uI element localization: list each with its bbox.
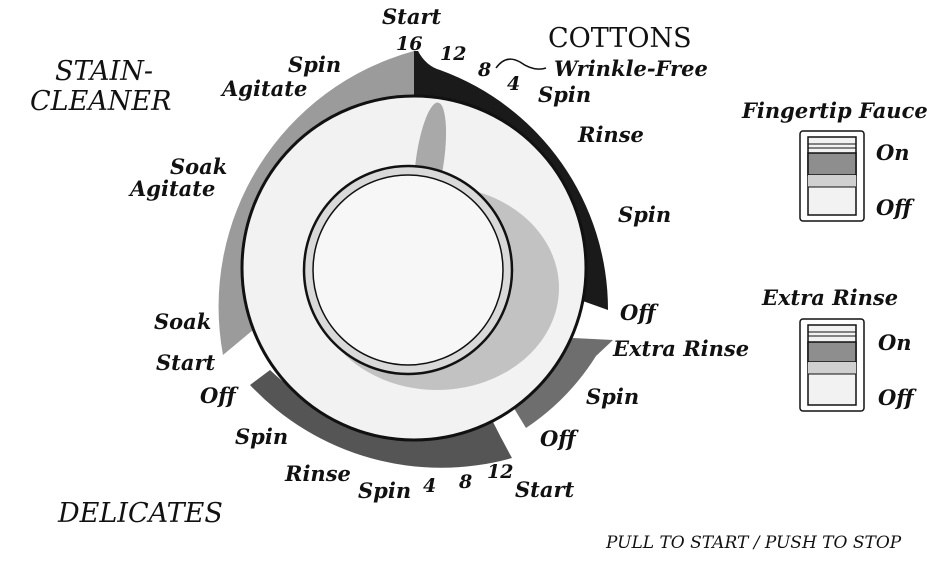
stain-start-label: Start bbox=[156, 350, 216, 375]
delicates-title: DELICATES bbox=[57, 498, 223, 529]
cottons-spin-1-label: Spin bbox=[538, 82, 591, 107]
extra-rinse-off-label: Off bbox=[878, 385, 917, 410]
fingertip-faucet-switch-group: Fingertip Faucet On Off bbox=[741, 98, 927, 221]
cottons-rinse-label: Rinse bbox=[577, 122, 644, 147]
extra-rinse-dial-label: Extra Rinse bbox=[612, 336, 749, 361]
extra-off-label: Off bbox=[540, 426, 579, 451]
cottons-spin-2-label: Spin bbox=[618, 202, 671, 227]
pull-push-instruction: PULL TO START / PUSH TO STOP bbox=[605, 533, 902, 553]
stain-soak-label: Soak bbox=[154, 309, 211, 334]
extra-rinse-toggle[interactable] bbox=[800, 319, 864, 411]
fingertip-faucet-off-label: Off bbox=[876, 195, 915, 220]
extra-rinse-switch-group: Extra Rinse On Off bbox=[761, 285, 917, 411]
wrinkle-free-connector bbox=[496, 59, 546, 69]
delicates-rinse-label: Rinse bbox=[284, 461, 351, 486]
stain-soak-agitate-label-2: Agitate bbox=[128, 176, 215, 201]
cottons-4-label: 4 bbox=[507, 73, 520, 95]
cottons-start-label: Start bbox=[382, 4, 442, 29]
dial-knob-inner bbox=[313, 175, 503, 365]
delicates-4-label: 4 bbox=[423, 475, 436, 497]
stain-cleaner-title-line1: STAIN- bbox=[55, 56, 153, 87]
delicates-12-label: 12 bbox=[487, 461, 513, 483]
delicates-start-label: Start bbox=[515, 477, 575, 502]
cottons-off-label: Off bbox=[620, 300, 659, 325]
delicates-8-label: 8 bbox=[458, 471, 472, 493]
delicates-spin-1-label: Spin bbox=[235, 424, 288, 449]
cottons-title: COTTONS bbox=[548, 23, 692, 54]
wrinkle-free-label: Wrinkle-Free bbox=[554, 56, 708, 81]
fingertip-faucet-on-label: On bbox=[876, 140, 910, 165]
stain-agitate-label: Agitate bbox=[220, 76, 307, 101]
cottons-12-label: 12 bbox=[440, 43, 466, 65]
cottons-8-label: 8 bbox=[477, 59, 491, 81]
fingertip-faucet-toggle[interactable] bbox=[800, 131, 864, 221]
stain-cleaner-title-line2: CLEANER bbox=[30, 86, 171, 117]
extra-rinse-on-label: On bbox=[878, 330, 912, 355]
extra-spin-label: Spin bbox=[586, 384, 639, 409]
stain-spin-label: Spin bbox=[288, 52, 341, 77]
fingertip-faucet-title: Fingertip Faucet bbox=[741, 98, 927, 123]
extra-rinse-switch-title: Extra Rinse bbox=[761, 285, 898, 310]
delicates-spin-2-label: Spin bbox=[358, 478, 411, 503]
cottons-16-label: 16 bbox=[396, 33, 422, 55]
delicates-off-label: Off bbox=[200, 383, 239, 408]
